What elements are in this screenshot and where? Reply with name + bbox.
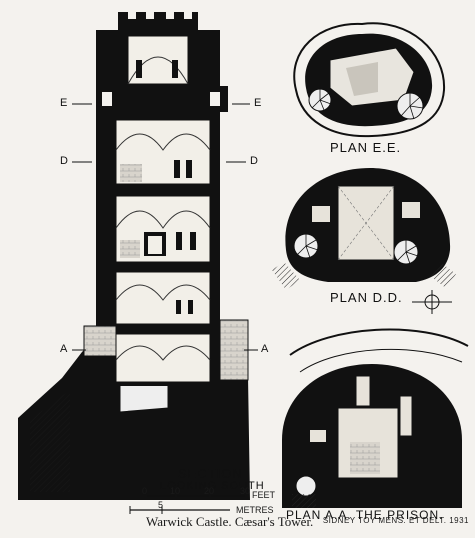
scale-feet-unit: FEET (252, 490, 276, 500)
plan-ee-title: PLAN E.E. (330, 140, 402, 155)
drawing-credit: SIDNEY TOY MENS. ET DELT. 1931 (322, 516, 469, 525)
level-mark-d-right: D (250, 155, 258, 167)
scale-bar (129, 492, 247, 514)
level-mark-e-left: E (60, 97, 68, 109)
scale-feet-tick-30: 30 (240, 486, 251, 496)
tower-section (18, 12, 258, 500)
level-mark-d-left: D (60, 155, 68, 167)
level-mark-a-left: A (60, 343, 68, 355)
plan-dd-title: PLAN D.D. (330, 290, 403, 305)
plan-aa-title: PLAN A.A. THE PRISON. (286, 508, 444, 522)
scale-feet-tick-20: 20 (204, 486, 215, 496)
level-mark-a-right: A (261, 343, 269, 355)
plan-ee (293, 22, 446, 138)
scale-metres-tick-5: 5 (158, 500, 164, 510)
plan-aa (282, 328, 469, 508)
scale-feet-tick-10: 10 (170, 486, 181, 496)
section-subtitle: LOOKING SOUTH (160, 480, 265, 492)
figure-caption: Warwick Castle. Cæsar's Tower. (146, 514, 314, 529)
level-mark-e-right: E (254, 97, 262, 109)
scale-feet-tick-0: 0 (142, 486, 148, 496)
plan-dd (272, 168, 456, 290)
scale-metres-unit: METRES (236, 505, 274, 515)
north-arrow-icon (412, 290, 452, 314)
section-title: SECTION (178, 466, 243, 481)
